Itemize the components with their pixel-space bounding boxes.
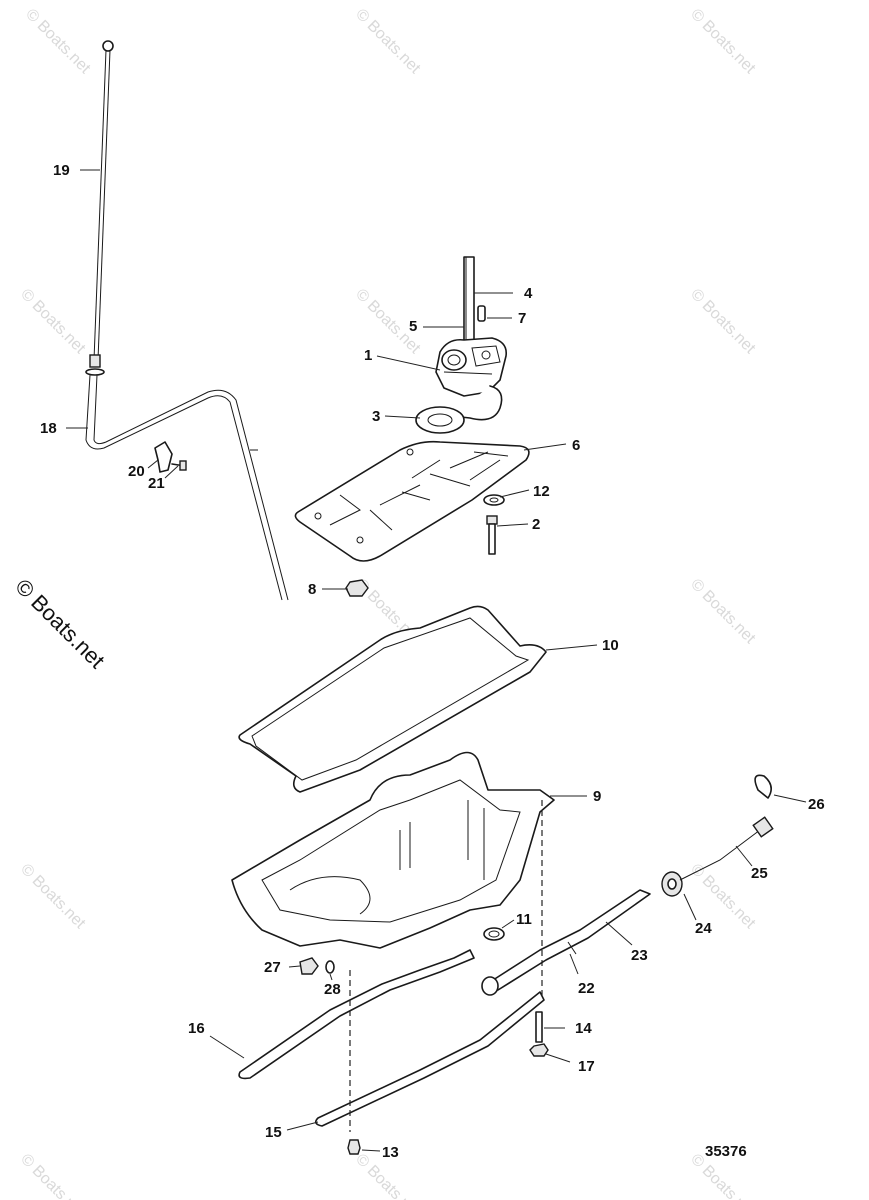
- part-hairpin-clip: [754, 774, 772, 799]
- part-grommet-hole: [667, 878, 677, 890]
- part-drain-washer: [483, 927, 505, 941]
- callout-12: 12: [533, 483, 550, 500]
- part-washer-hole: [489, 497, 499, 503]
- callout-21: 21: [148, 475, 165, 492]
- callout-27: 27: [264, 959, 281, 976]
- callout-10: 10: [602, 637, 619, 654]
- callout-20: 20: [128, 463, 145, 480]
- part-windage-tray: [294, 440, 530, 562]
- watermark: © Boats.net: [687, 6, 759, 78]
- watermark: © Boats.net: [352, 6, 424, 78]
- callout-3: 3: [372, 408, 380, 425]
- part-lower-tube: [481, 889, 651, 996]
- callout-13: 13: [382, 1144, 399, 1161]
- part-nut: [345, 579, 369, 597]
- callout-16: 16: [188, 1020, 205, 1037]
- watermark: © Boats.net: [687, 286, 759, 358]
- callout-9: 9: [593, 788, 601, 805]
- callout-17: 17: [578, 1058, 595, 1075]
- part-stud: [535, 1011, 543, 1043]
- part-bolt: [486, 515, 498, 555]
- watermark: © Boats.net: [17, 1151, 89, 1200]
- callout-4: 4: [524, 285, 533, 302]
- watermark: © Boats.net: [22, 6, 94, 78]
- part-plug: [299, 957, 319, 975]
- callout-23: 23: [631, 947, 648, 964]
- callout-18: 18: [40, 420, 57, 437]
- part-sensor-lead: [679, 829, 761, 881]
- watermark: © Boats.net: [17, 286, 89, 358]
- part-sensor: [752, 816, 774, 838]
- figure-number: 35376: [705, 1143, 747, 1160]
- callout-11: 11: [516, 911, 532, 928]
- callout-25: 25: [751, 865, 768, 882]
- watermark-grid: © Boats.net © Boats.net © Boats.net © Bo…: [17, 6, 759, 1200]
- callout-7: 7: [518, 310, 526, 327]
- callout-8: 8: [308, 581, 316, 598]
- part-oil-pickup: [415, 385, 503, 434]
- watermark: © Boats.net: [687, 576, 759, 648]
- part-washer: [483, 494, 505, 506]
- part-side-gasket-left: [238, 949, 475, 1080]
- part-side-gasket-right: [314, 991, 545, 1127]
- callout-6: 6: [572, 437, 580, 454]
- callout-14: 14: [575, 1020, 592, 1037]
- part-drain-washer-hole: [488, 930, 500, 938]
- part-pump-shaft: [463, 256, 475, 348]
- callout-2: 2: [532, 516, 540, 533]
- part-oil-pump: [435, 337, 508, 397]
- callout-28: 28: [324, 981, 341, 998]
- callout-5: 5: [409, 318, 417, 335]
- part-oil-pan-gasket: [238, 605, 547, 793]
- callout-22: 22: [578, 980, 595, 997]
- callout-19: 19: [53, 162, 70, 179]
- part-oil-pan: [231, 751, 555, 949]
- callout-1: 1: [364, 347, 372, 364]
- part-stud-nut: [529, 1043, 549, 1057]
- callout-15: 15: [265, 1124, 282, 1141]
- watermark: © Boats.net: [17, 861, 89, 933]
- part-tube-clip: [154, 441, 187, 473]
- callout-24: 24: [695, 920, 712, 937]
- watermark-large: © Boats.net: [10, 574, 109, 673]
- callout-labels: 4 7 5 1 3 6 12 2 8 10 9 19 18 20 21 11 2…: [40, 162, 825, 1161]
- part-pin: [477, 305, 486, 322]
- part-dipstick: [85, 40, 114, 376]
- leader-lines: [66, 169, 807, 1152]
- part-plug-washer: [325, 960, 335, 974]
- part-dipstick-tube: [85, 374, 289, 601]
- part-bottom-bolt: [347, 1139, 361, 1155]
- callout-26: 26: [808, 796, 825, 813]
